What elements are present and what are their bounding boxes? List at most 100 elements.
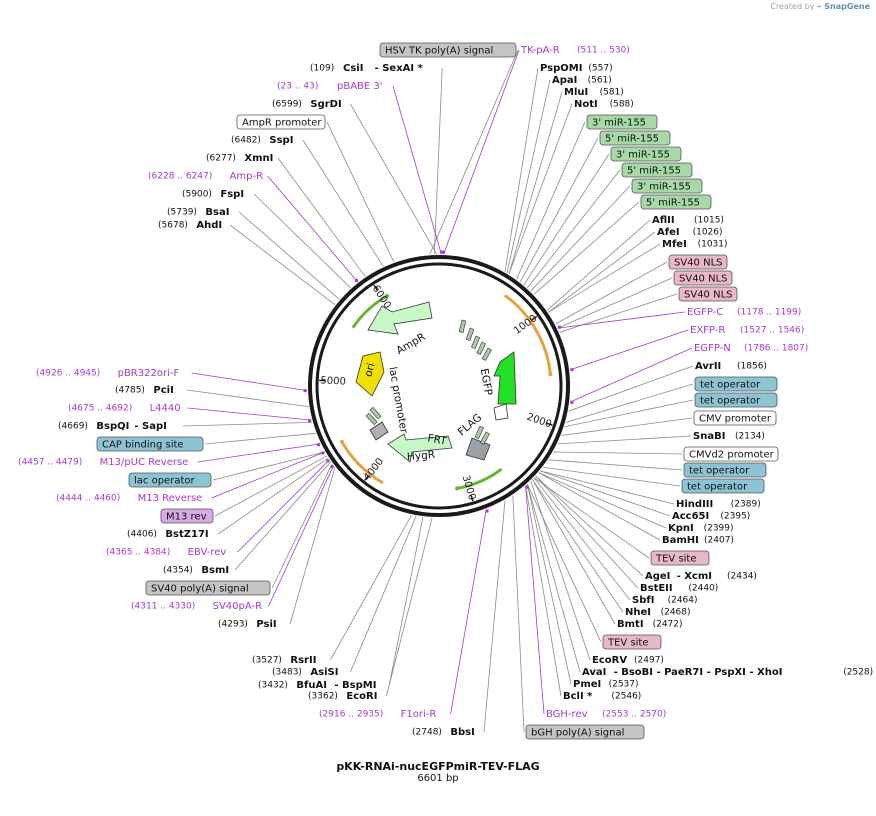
enzyme-name: SnaBI xyxy=(693,431,725,442)
leader-line xyxy=(557,277,673,329)
feature-name: tet operator xyxy=(700,380,761,391)
site-position: (5739) xyxy=(167,208,197,218)
feature-box-label xyxy=(602,634,662,650)
leader-line xyxy=(542,466,681,487)
inner-feature-label: lac promoter xyxy=(386,366,410,435)
enzyme-extra: - XcmI xyxy=(677,571,712,582)
primer-name: EXFP-R xyxy=(690,325,725,336)
enzyme-name: ApaI xyxy=(552,75,577,86)
feature-box-label xyxy=(683,462,767,478)
site-position: (4669) xyxy=(58,422,88,432)
feature-box-label xyxy=(683,446,779,462)
leader-line xyxy=(508,103,573,275)
arc-end xyxy=(385,293,389,298)
leader-line xyxy=(533,477,650,559)
enzyme-name: HindIII xyxy=(676,499,713,510)
inner-feature-label: AmpR xyxy=(394,331,427,357)
leader-line xyxy=(531,479,616,625)
inner-feature-label: HygR xyxy=(406,449,435,463)
feature-name: TEV site xyxy=(655,554,697,565)
primer-range: (23 .. 43) xyxy=(277,82,318,92)
leader-line xyxy=(186,389,309,408)
primer-name: BGH-rev xyxy=(546,709,588,720)
leader-line xyxy=(569,347,693,403)
leader-line xyxy=(302,139,384,267)
primer-site xyxy=(355,278,359,282)
site-position: (1015) xyxy=(694,216,724,226)
primer-site xyxy=(308,419,312,423)
primer-site xyxy=(303,389,307,393)
leader-line xyxy=(533,477,631,601)
primer-range: (4457 .. 4479) xyxy=(18,458,82,468)
feature-arrow xyxy=(493,403,509,421)
primer-range: (6228 .. 6247) xyxy=(148,172,212,182)
feature-name: bGH poly(A) signal xyxy=(531,728,624,739)
backbone-outer xyxy=(308,255,570,517)
leader-line xyxy=(326,121,395,263)
enzyme-name: FspI xyxy=(220,189,244,200)
site-position: (4406) xyxy=(127,530,157,540)
leader-line xyxy=(191,372,308,392)
primer-name: M13/pUC Reverse xyxy=(100,457,189,468)
leader-line xyxy=(525,485,562,697)
tick-mark xyxy=(546,422,553,426)
feature-box-label xyxy=(96,436,204,452)
leader-line xyxy=(548,459,683,471)
site-position: (2434) xyxy=(727,572,757,582)
feature-name: SV40 NLS xyxy=(674,258,723,269)
inner-feature-label: EGFP xyxy=(478,368,495,397)
site-position: (109) xyxy=(310,64,334,74)
site-position: (2440) xyxy=(688,584,718,594)
enzyme-name: BstEII xyxy=(640,583,673,594)
enzyme-name: MfeI xyxy=(662,239,687,250)
leader-line xyxy=(569,329,689,371)
feature-name: CMVd2 promoter xyxy=(689,450,775,461)
enzyme-name: AvrII xyxy=(695,361,721,372)
tick-mark xyxy=(470,495,474,502)
leader-line xyxy=(212,451,325,481)
leader-line xyxy=(443,49,520,255)
enzyme-name: PspOMI xyxy=(540,63,582,74)
primer-range: (2553 .. 2570) xyxy=(602,710,666,720)
feature-box xyxy=(471,335,481,350)
enzyme-name: PsiI xyxy=(256,619,276,630)
primer-range: (4365 .. 4384) xyxy=(106,548,170,558)
leader-line xyxy=(568,365,694,412)
primer-site xyxy=(525,485,529,489)
enzyme-name: BclI * xyxy=(563,691,593,702)
feature-name: 5' miR-155 xyxy=(646,198,700,209)
leader-line xyxy=(525,485,545,715)
leader-line xyxy=(548,231,656,313)
feature-name: 3' miR-155 xyxy=(592,118,646,129)
site-position: (2407) xyxy=(704,536,734,546)
site-position: (2497) xyxy=(634,656,664,666)
primer-site xyxy=(442,250,446,254)
feature-name: CMV promoter xyxy=(699,414,772,425)
enzyme-name: XmnI xyxy=(244,153,273,164)
feature-name: CAP binding site xyxy=(102,440,184,451)
primer-name: EGFP-C xyxy=(687,307,723,318)
feature-box-label xyxy=(128,472,212,488)
leader-line xyxy=(433,67,443,255)
leader-line xyxy=(350,103,438,255)
plasmid-name: pKK-RNAi-nucEGFPmiR-TEV-FLAG xyxy=(336,760,540,773)
feature-box-label xyxy=(650,550,710,566)
primer-site xyxy=(570,368,574,372)
feature-arc xyxy=(340,441,384,485)
leader-line xyxy=(350,515,417,673)
enzyme-name: BstZ17I xyxy=(165,529,208,540)
site-position: (2472) xyxy=(653,620,683,630)
enzyme-name: BsaI xyxy=(205,207,229,218)
feature-box-label xyxy=(681,478,765,494)
feature-box-label xyxy=(599,130,671,146)
site-position: (588) xyxy=(610,100,634,110)
inner-feature-label: FRT xyxy=(427,432,448,447)
primer-name: M13 Reverse xyxy=(138,493,203,504)
primer-site xyxy=(557,325,561,329)
feature-box-label xyxy=(631,178,703,194)
enzyme-name: AfeI xyxy=(657,227,680,238)
leader-line xyxy=(553,451,683,455)
feature-arrow xyxy=(387,433,453,463)
